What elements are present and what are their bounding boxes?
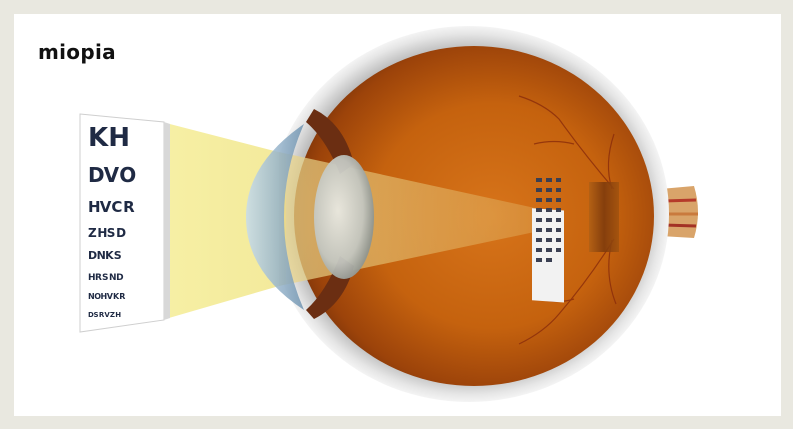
lens [314, 155, 374, 279]
eye-chart-letter: Z [88, 226, 97, 240]
eye-chart-letter: S [114, 249, 122, 262]
blurred-retina-image [589, 182, 619, 252]
eye-chart-letter: R [119, 292, 125, 301]
eye-chart-letter: S [93, 311, 98, 319]
eye-chart-letter: R [123, 198, 135, 216]
eye-chart-letter: S [107, 226, 116, 240]
eye-chart-letter: H [88, 198, 101, 216]
eye-chart-letter: R [95, 273, 102, 283]
eye-chart-letter: S [102, 273, 108, 283]
eye-chart-letter: Z [110, 311, 115, 319]
eye-chart-letter: V [104, 163, 120, 187]
eye-chart-letter: D [116, 273, 123, 283]
eye-chart-letter: V [100, 198, 112, 216]
eye-chart-letter: C [111, 198, 122, 216]
figure-frame: miopia [14, 14, 781, 416]
eye-chart-letter: H [108, 123, 130, 153]
eye-chart-letter: O [119, 163, 136, 187]
eye-chart-letter: D [116, 226, 126, 240]
eye-chart-letter: D [88, 163, 105, 187]
eye-chart-letter: K [88, 123, 109, 153]
eye-chart-letter: H [115, 311, 121, 319]
